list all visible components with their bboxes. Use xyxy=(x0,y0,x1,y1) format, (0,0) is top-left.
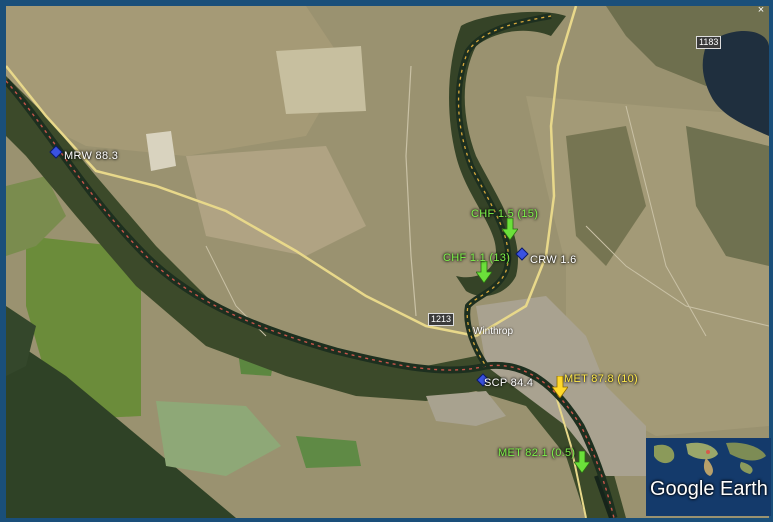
terrain-layer xyxy=(6,6,769,518)
town-label: Winthrop xyxy=(473,326,514,337)
highway-shield: 1213 xyxy=(428,313,455,326)
marker-label-chf1: CHF 1.5 (15) xyxy=(471,208,539,220)
close-icon[interactable]: × xyxy=(757,4,765,16)
satellite-map[interactable]: 1213 1183 Winthrop MRW 88.3 CHF 1.5 (15)… xyxy=(6,6,769,518)
marker-label-mrw: MRW 88.3 xyxy=(64,150,119,162)
globe-thumbnail-icon xyxy=(646,438,771,516)
marker-label-crw: CRW 1.6 xyxy=(530,254,577,266)
marker-label-scp: SCP 84.4 xyxy=(484,377,534,389)
marker-label-chf2: CHF 1.1 (13) xyxy=(443,252,511,264)
logo-text: Google Earth xyxy=(650,478,768,500)
highway-shield: 1183 xyxy=(696,36,722,49)
google-earth-logo: Google Earth xyxy=(646,438,771,516)
marker-label-met2: MET 82.1 (0.5) xyxy=(498,447,576,459)
marker-label-met1: MET 87.8 (10) xyxy=(564,373,639,385)
